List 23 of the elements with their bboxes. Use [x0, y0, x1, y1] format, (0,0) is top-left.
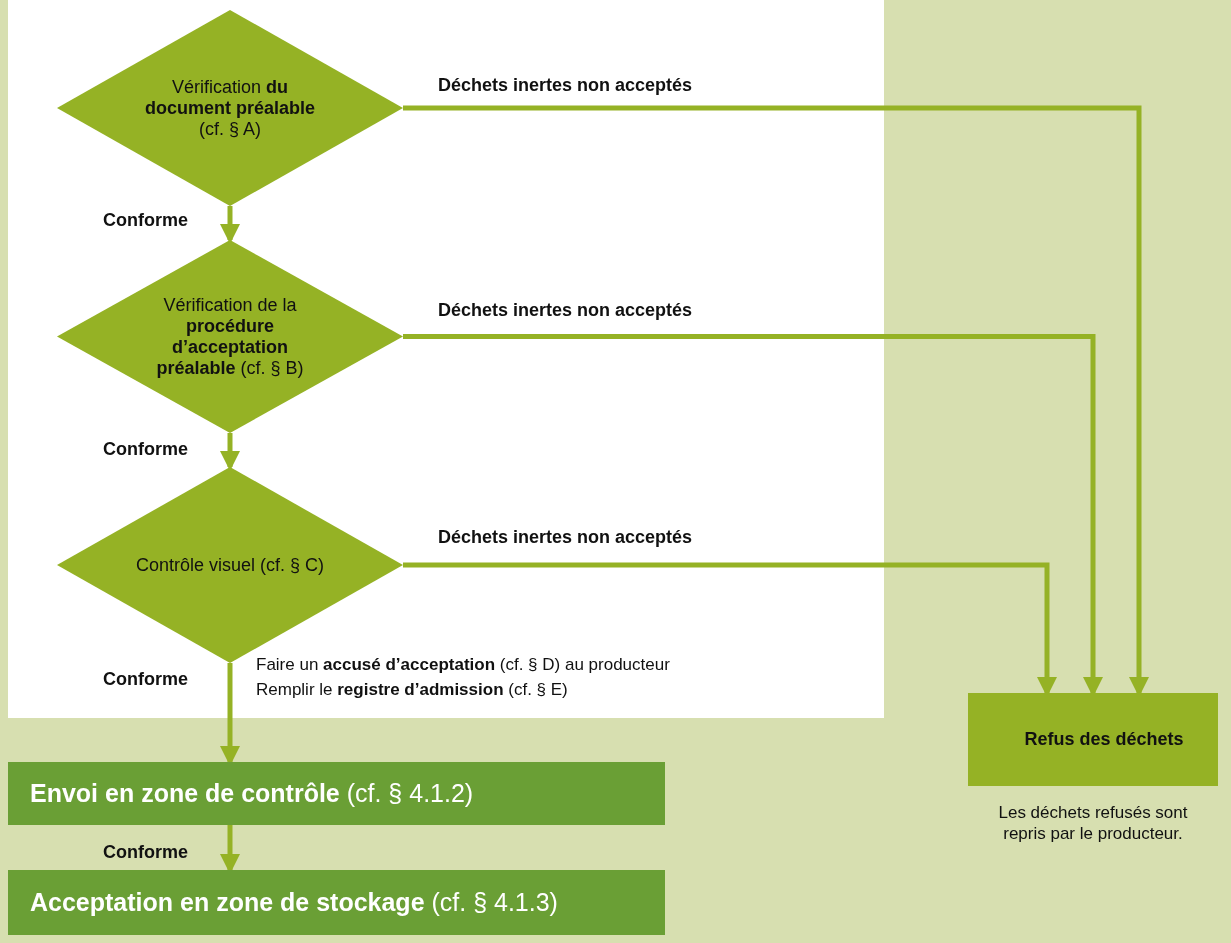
edge-label: Conforme: [103, 668, 188, 690]
edge-label: Conforme: [103, 841, 188, 863]
process-text: Acceptation en zone de stockage (cf. § 4.1.3): [30, 888, 558, 917]
instruction-text: Faire un accusé d’acceptation (cf. § D) au producteur: [256, 655, 670, 675]
decision-diamond: [57, 10, 403, 206]
arrow: [220, 206, 240, 244]
process-box: [8, 870, 665, 935]
edge-label: Conforme: [103, 438, 188, 460]
decision-text: Contrôle visuel (cf. § C): [135, 554, 325, 576]
edge-label: Conforme: [103, 209, 188, 231]
process-text: Envoi en zone de contrôle (cf. § 4.1.2): [30, 779, 474, 808]
process-box: [8, 762, 665, 825]
decision-diamond: [57, 240, 403, 433]
process-box: [968, 693, 1218, 786]
edge-label: Déchets inertes non acceptés: [438, 74, 693, 96]
decision-text: Vérification de la procédure d’acceptation préalable (cf. § B): [155, 294, 305, 379]
process-text: Refus des déchets: [1024, 729, 1184, 750]
edge-label: Déchets inertes non acceptés: [438, 526, 693, 548]
edge-label: Déchets inertes non acceptés: [438, 299, 693, 321]
instruction-text: Remplir le registre d’admission (cf. § E): [256, 680, 568, 700]
arrow: [220, 433, 240, 471]
note-text: Les déchets refusés sont repris par le producteur.: [998, 802, 1188, 844]
decision-text: Vérification du document préalable (cf. § A): [143, 76, 316, 140]
